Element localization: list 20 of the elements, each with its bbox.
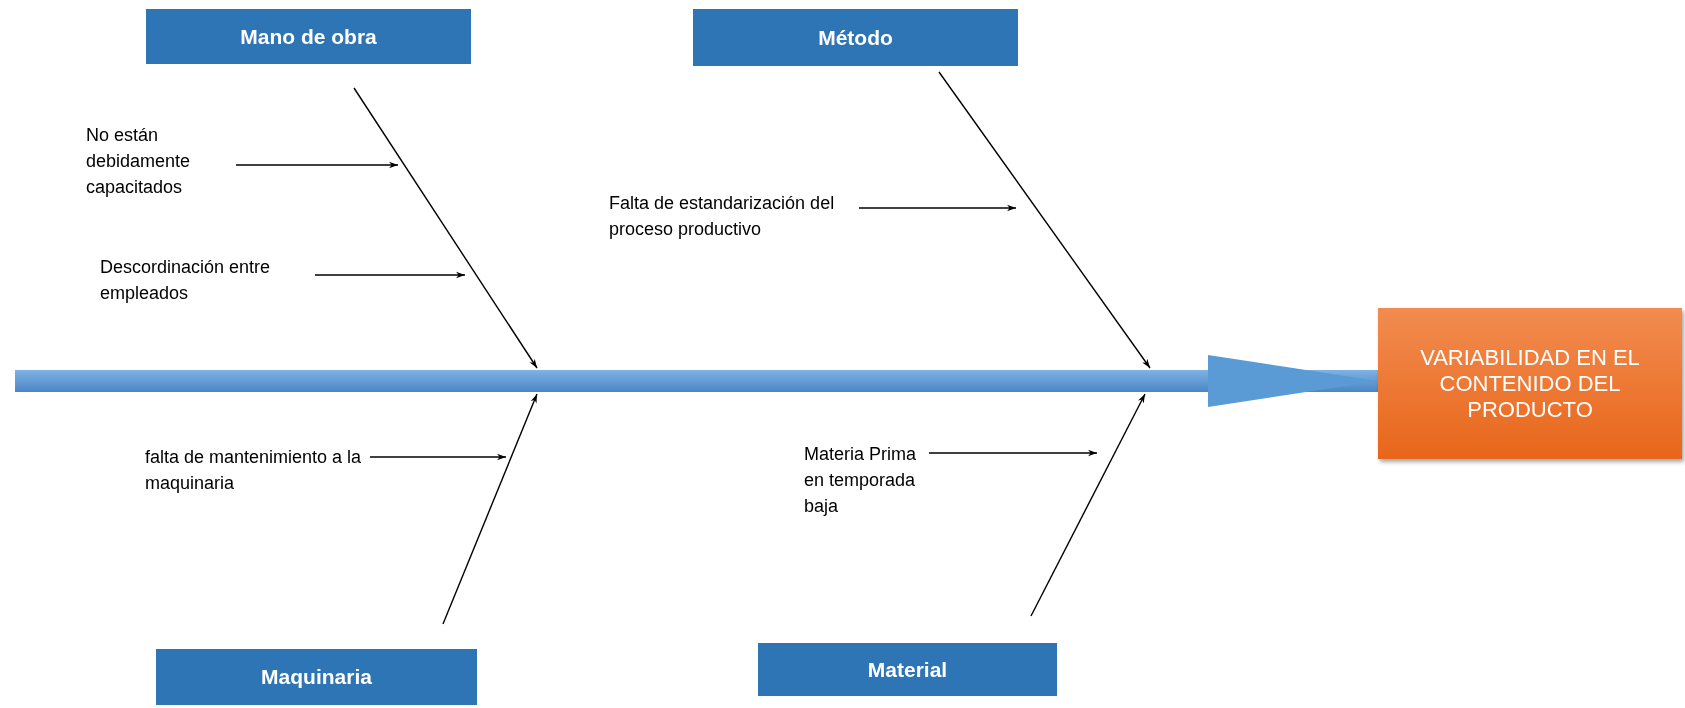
- arrow: [235, 161, 399, 169]
- cause-text: Descordinación entre empleados: [100, 252, 315, 308]
- arrow: [938, 71, 1151, 369]
- arrow: [1030, 393, 1146, 617]
- arrow: [353, 87, 538, 369]
- category-box: Material: [758, 643, 1057, 696]
- cause-text: Materia Prima en temporada baja: [804, 438, 929, 522]
- arrow: [369, 453, 507, 461]
- cause-text: Falta de estandarización del proceso productivo: [609, 188, 859, 244]
- effect-box: VARIABILIDAD EN EL CONTENIDO DEL PRODUCTO: [1378, 308, 1682, 459]
- spine-arrow: [15, 355, 1378, 407]
- cause-text: falta de mantenimiento a la maquinaria: [145, 442, 370, 498]
- arrow: [928, 449, 1098, 457]
- arrow: [858, 204, 1017, 212]
- category-box: Maquinaria: [156, 649, 477, 705]
- category-box: Mano de obra: [146, 9, 471, 64]
- category-box: Método: [693, 9, 1018, 66]
- cause-text: No están debidamente capacitados: [86, 120, 236, 202]
- arrow: [314, 271, 466, 279]
- arrow: [442, 393, 538, 625]
